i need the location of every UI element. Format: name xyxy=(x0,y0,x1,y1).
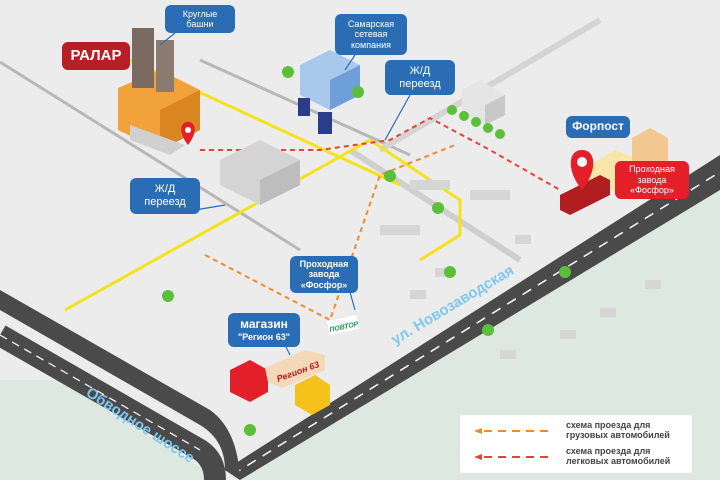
callout-text: завода xyxy=(308,269,340,280)
legend-text: схема проезда для xyxy=(566,420,651,430)
callout-text: Ж/Д xyxy=(409,64,431,77)
shop-building xyxy=(230,350,330,415)
kiosk xyxy=(295,375,330,415)
callout-text: "Регион 63" xyxy=(237,331,291,342)
road-marking xyxy=(0,334,201,451)
callout-text: магазин xyxy=(240,316,288,331)
callout-ralar: РАЛАР xyxy=(62,42,130,70)
small-buildings xyxy=(380,180,661,359)
callout-text: завода xyxy=(637,174,667,185)
callout-pointers xyxy=(159,32,411,356)
legend-text: схема проезда для xyxy=(566,446,651,456)
callout-text: переезд xyxy=(399,77,441,90)
warehouse xyxy=(220,140,300,205)
callout-text: переезд xyxy=(144,196,186,208)
callout-text: Круглые xyxy=(182,8,218,19)
road-marking xyxy=(231,171,720,476)
map-pin-icon xyxy=(570,150,594,190)
bypass-road xyxy=(0,290,240,480)
samara-grid-building xyxy=(298,50,360,134)
truck-route-arrow-icon xyxy=(474,428,554,434)
bypass-road xyxy=(0,325,226,480)
legend-text: грузовых автомобилей xyxy=(566,429,670,440)
povtor-sign-board xyxy=(326,315,360,335)
callout-text: сетевая xyxy=(354,29,388,40)
callout-text: Проходная xyxy=(629,164,675,175)
callout-text: компания xyxy=(351,39,391,50)
green-zone-left xyxy=(0,380,220,480)
callout-text: «Фосфор» xyxy=(630,185,674,196)
callout-text: Проходная xyxy=(299,258,349,269)
rail-track xyxy=(0,60,301,252)
map-pin-icon xyxy=(181,122,195,145)
callout-text: Форпост xyxy=(572,119,624,134)
main-road xyxy=(225,155,720,480)
legend-text: легковых автомобилей xyxy=(566,455,671,466)
trees xyxy=(162,66,571,436)
callout-forpost: Форпост xyxy=(566,116,630,138)
callout-text: Самарская xyxy=(347,18,395,29)
gate-building xyxy=(560,175,610,215)
truck-route xyxy=(204,144,456,322)
callout-text: Ж/Д xyxy=(154,183,176,196)
callout-shop: магазин"Регион 63" xyxy=(228,313,300,347)
office-building-right xyxy=(462,80,505,125)
callout-text: РАЛАР xyxy=(70,47,122,65)
ralar-building xyxy=(118,28,200,155)
car-route-arrow-icon xyxy=(474,454,554,460)
callout-text: «Фосфор» xyxy=(300,279,348,290)
rail-track xyxy=(378,17,602,153)
car-route xyxy=(200,116,561,191)
callout-text: башни xyxy=(186,19,214,29)
